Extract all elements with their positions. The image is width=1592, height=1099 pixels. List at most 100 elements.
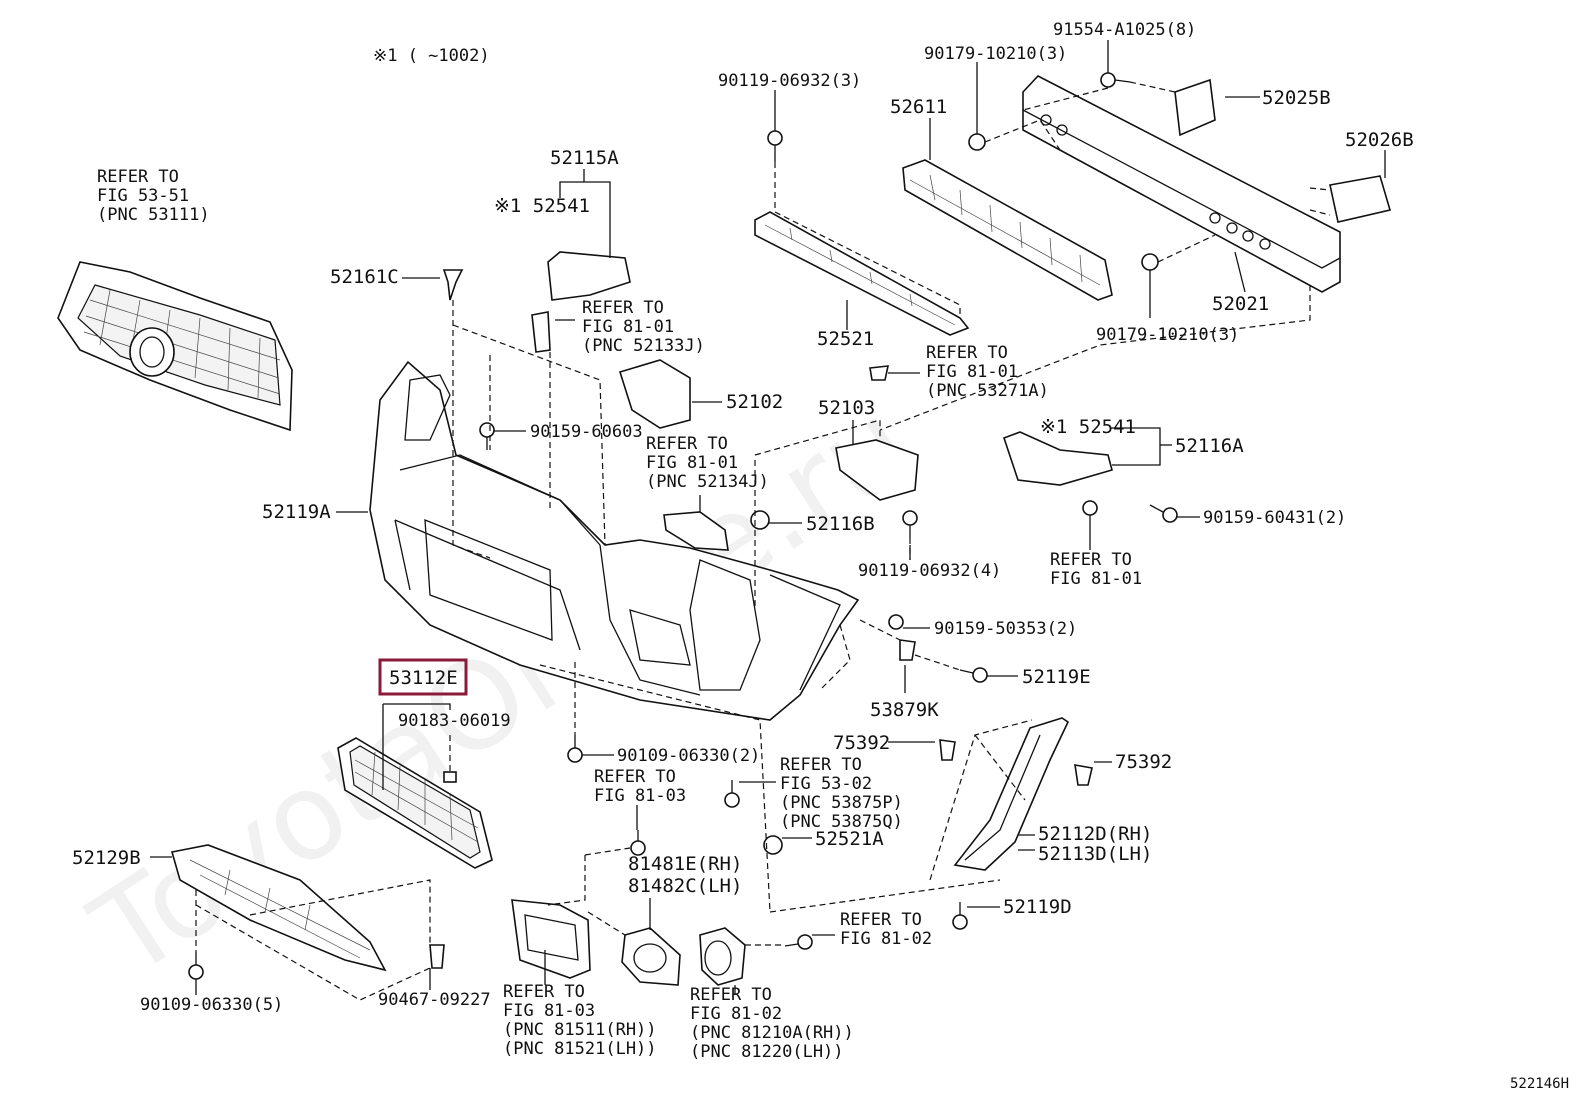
svg-text:(PNC 81220(LH)): (PNC 81220(LH)) xyxy=(690,1042,844,1062)
bumper-reinforcement-drawing xyxy=(1022,75,1341,293)
svg-text:(PNC 81511(RH)): (PNC 81511(RH)) xyxy=(503,1020,657,1040)
assembly-dashed-lines xyxy=(195,81,1331,1001)
label-75392-left[interactable]: 75392 xyxy=(833,732,890,754)
label-90159-60431[interactable]: 90159-60431(2) xyxy=(1203,508,1346,528)
label-refer-fig-81-02-top[interactable]: REFER TO FIG 81-02 xyxy=(840,910,932,949)
clip-icon xyxy=(429,944,445,969)
label-refer-fig-81-01-53271a[interactable]: REFER TO FIG 81-01 (PNC 53271A) xyxy=(926,343,1049,401)
label-52129b[interactable]: 52129B xyxy=(72,847,141,869)
label-81481e-rh[interactable]: 81481E(RH) xyxy=(628,853,742,875)
label-52521a[interactable]: 52521A xyxy=(815,828,884,850)
label-52119a[interactable]: 52119A xyxy=(262,501,331,523)
bolt-icon xyxy=(784,934,813,950)
label-refer-fig-53-51[interactable]: REFER TO FIG 53-51 (PNC 53111) xyxy=(97,167,210,225)
nut-icon xyxy=(968,133,986,151)
label-90159-60603[interactable]: 90159-60603 xyxy=(530,422,643,442)
label-90109-06330-bottom[interactable]: 90109-06330(5) xyxy=(140,995,283,1015)
label-refer-fig-81-01-52134j[interactable]: REFER TO FIG 81-01 (PNC 52134J) xyxy=(646,434,769,492)
label-90119-06932-top[interactable]: 90119-06932(3) xyxy=(718,71,861,91)
svg-text:FIG 81-01: FIG 81-01 xyxy=(582,317,674,337)
label-refer-fig-53-02[interactable]: REFER TO FIG 53-02 (PNC 53875P) (PNC 538… xyxy=(780,755,903,832)
label-52116b[interactable]: 52116B xyxy=(806,513,875,535)
label-52026b[interactable]: 52026B xyxy=(1345,129,1414,151)
label-90109-06330-mid[interactable]: 90109-06330(2) xyxy=(617,746,760,766)
label-52116a[interactable]: 52116A xyxy=(1175,435,1244,457)
diagram-code: 522146H xyxy=(1510,1076,1569,1092)
label-91554-a1025[interactable]: 91554-A1025(8) xyxy=(1053,20,1196,40)
label-refer-fig-81-01-52133j[interactable]: REFER TO FIG 81-01 (PNC 52133J) xyxy=(582,298,705,356)
label-90467-09227[interactable]: 90467-09227 xyxy=(378,990,491,1010)
bolt-icon xyxy=(1082,500,1098,530)
label-90183-06019[interactable]: 90183-06019 xyxy=(398,711,511,731)
front-bumper-cover-drawing xyxy=(369,360,860,721)
label-52541-left[interactable]: ※1 52541 xyxy=(494,195,590,217)
label-52611[interactable]: 52611 xyxy=(890,96,947,118)
label-52161c[interactable]: 52161C xyxy=(330,266,399,288)
label-52521[interactable]: 52521 xyxy=(817,328,874,350)
bolt-icon xyxy=(952,902,968,930)
clip-icon xyxy=(442,269,464,301)
label-52115a[interactable]: 52115A xyxy=(550,147,619,169)
svg-text:REFER TO: REFER TO xyxy=(594,767,676,787)
label-90119-06932-mid[interactable]: 90119-06932(4) xyxy=(858,561,1001,581)
svg-text:(PNC 53271A): (PNC 53271A) xyxy=(926,381,1049,401)
nut-icon xyxy=(1141,253,1159,271)
svg-text:REFER TO: REFER TO xyxy=(840,910,922,930)
svg-text:REFER TO: REFER TO xyxy=(582,298,664,318)
svg-text:(PNC 52134J): (PNC 52134J) xyxy=(646,472,769,492)
label-52119e[interactable]: 52119E xyxy=(1022,666,1091,688)
label-90179-10210-top[interactable]: 90179-10210(3) xyxy=(924,44,1067,64)
label-refer-fig-81-02-bottom[interactable]: REFER TO FIG 81-02 (PNC 81210A(RH)) (PNC… xyxy=(690,985,854,1062)
label-refer-fig-81-03-bottom[interactable]: REFER TO FIG 81-03 (PNC 81511(RH)) (PNC … xyxy=(503,982,657,1059)
label-52021[interactable]: 52021 xyxy=(1212,293,1269,315)
svg-text:REFER TO: REFER TO xyxy=(780,755,862,775)
brackets-drawing xyxy=(531,78,1392,551)
svg-text:FIG 81-02: FIG 81-02 xyxy=(840,929,932,949)
svg-text:REFER TO: REFER TO xyxy=(646,434,728,454)
svg-text:REFER TO: REFER TO xyxy=(690,985,772,1005)
leader-lines xyxy=(150,40,1386,995)
clip-icon xyxy=(763,835,783,855)
label-75392-right[interactable]: 75392 xyxy=(1115,751,1172,773)
bolt-icon xyxy=(767,130,783,162)
clip-icon xyxy=(939,739,956,761)
label-52025b[interactable]: 52025B xyxy=(1262,87,1331,109)
label-53879k[interactable]: 53879K xyxy=(870,699,939,721)
svg-text:(PNC 53875P): (PNC 53875P) xyxy=(780,793,903,813)
bolt-icon xyxy=(888,614,904,630)
label-90159-50353[interactable]: 90159-50353(2) xyxy=(934,619,1077,639)
label-52102[interactable]: 52102 xyxy=(726,391,783,413)
fog-lamp-drawing xyxy=(511,899,746,986)
header-note: ※1 ( ~1002) xyxy=(373,46,490,66)
svg-text:REFER TO: REFER TO xyxy=(503,982,585,1002)
label-52119d[interactable]: 52119D xyxy=(1003,896,1072,918)
part-labels: 91554-A1025(8) 90179-10210(3) 52025B 901… xyxy=(72,20,1414,1062)
svg-text:FIG 81-01: FIG 81-01 xyxy=(1050,569,1142,589)
svg-text:REFER TO: REFER TO xyxy=(1050,550,1132,570)
bolt-icon xyxy=(902,510,918,538)
clip-icon xyxy=(869,365,890,381)
label-81482c-lh[interactable]: 81482C(LH) xyxy=(628,875,742,897)
svg-text:REFER TO: REFER TO xyxy=(926,343,1008,363)
label-refer-fig-81-01[interactable]: REFER TO FIG 81-01 xyxy=(1050,550,1142,589)
bolt-icon xyxy=(724,780,740,808)
label-52103[interactable]: 52103 xyxy=(818,397,875,419)
under-cover-drawing xyxy=(170,844,387,972)
svg-text:(PNC 53111): (PNC 53111) xyxy=(97,205,210,225)
svg-text:(PNC 52133J): (PNC 52133J) xyxy=(582,336,705,356)
clip-icon xyxy=(750,510,770,530)
svg-text:FIG 81-02: FIG 81-02 xyxy=(690,1004,782,1024)
label-52541-right[interactable]: ※1 52541 xyxy=(1040,416,1136,438)
label-52112d-rh[interactable]: 52112D(RH) xyxy=(1038,823,1152,845)
bolt-icon xyxy=(1100,72,1131,88)
svg-text:(PNC 53875Q): (PNC 53875Q) xyxy=(780,812,903,832)
label-52113d-lh[interactable]: 52113D(LH) xyxy=(1038,843,1152,865)
bolt-icon xyxy=(479,422,495,450)
bolt-icon xyxy=(567,735,583,763)
energy-absorber-drawing xyxy=(902,159,1113,301)
label-refer-fig-81-03-top[interactable]: REFER TO FIG 81-03 xyxy=(594,767,686,806)
label-53112e[interactable]: 53112E xyxy=(389,667,458,689)
radiator-grille-drawing xyxy=(57,261,293,432)
label-90179-10210-bottom[interactable]: 90179-10210(3) xyxy=(1096,325,1239,345)
